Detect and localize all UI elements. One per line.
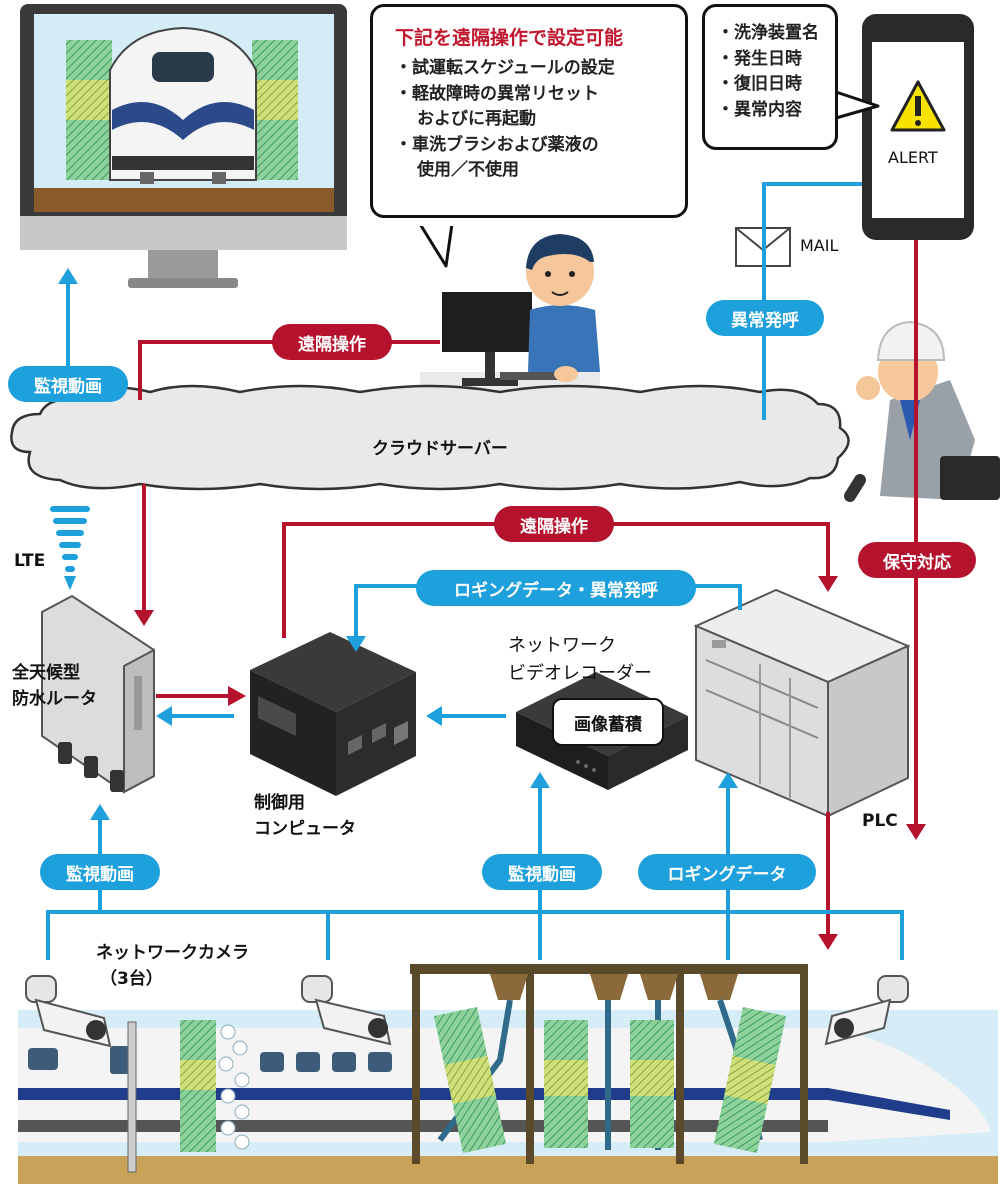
- remote-settings-bubble: 下記を遠隔操作で設定可能 ・試運転スケジュールの設定 ・軽故障時の異常リセットお…: [370, 4, 688, 218]
- logging-alarm-pill: ロギングデータ・異常発呼: [416, 570, 696, 606]
- lte-label: LTE: [14, 551, 46, 571]
- operator-illustration: [420, 234, 600, 400]
- network-camera-2: [301, 975, 392, 1046]
- lte-signal-icon: [50, 506, 90, 590]
- remote-settings-item: ・試運転スケジュールの設定: [395, 58, 615, 78]
- cloud-server-shape: [10, 384, 850, 491]
- alert-content-item: ・復旧日時: [717, 74, 802, 94]
- maintenance-pill: 保守対応: [858, 542, 976, 578]
- plc-cabinet-illustration: [693, 588, 911, 818]
- nvr-label: ネットワーク ビデオレコーダー: [508, 635, 652, 684]
- remote-settings-item: ・車洗ブラシおよび薬液の使用／不使用: [395, 134, 599, 181]
- network-camera-1: [25, 975, 112, 1048]
- monitor-display: [20, 4, 347, 288]
- car-wash-scene: [18, 964, 998, 1184]
- alert-content-item: ・洗浄装置名: [717, 23, 819, 43]
- blue-arrowheads: [58, 268, 738, 820]
- control-computer-illustration: [250, 632, 416, 796]
- alarm-call-pill: 異常発呼: [706, 300, 824, 336]
- monitor-video-pill-bottom-mid: 監視動画: [482, 854, 602, 890]
- network-camera-3: [824, 975, 909, 1046]
- logging-data-pill: ロギングデータ: [638, 854, 816, 890]
- remote-settings-item: ・軽故障時の異常リセットおよびに再起動: [395, 83, 599, 130]
- remote-settings-list: ・試運転スケジュールの設定 ・軽故障時の異常リセットおよびに再起動 ・車洗ブラシ…: [395, 56, 675, 184]
- control-computer-label: 制御用 コンピュータ: [254, 793, 356, 840]
- smartphone-illustration: [862, 14, 974, 240]
- remote-operation-pill-mid: 遠隔操作: [494, 506, 614, 542]
- mail-label: MAIL: [800, 236, 839, 255]
- image-storage-box: 画像蓄積: [552, 698, 664, 746]
- router-illustration: [41, 594, 155, 794]
- alert-content-item: ・発生日時: [717, 48, 802, 69]
- remote-settings-title: 下記を遠隔操作で設定可能: [395, 27, 624, 49]
- alert-content-list: ・洗浄装置名 ・発生日時 ・復旧日時 ・異常内容: [717, 21, 827, 123]
- alert-content-item: ・異常内容: [717, 99, 802, 120]
- cloud-server-label: クラウドサーバー: [372, 439, 508, 459]
- red-arrowheads: [134, 576, 926, 950]
- alert-label: ALERT: [888, 148, 938, 167]
- camera-label: ネットワークカメラ （3台）: [96, 943, 249, 990]
- remote-bubble-tail: [418, 222, 454, 268]
- monitor-video-pill-bottom-left: 監視動画: [40, 854, 160, 890]
- router-label: 全天候型 防水ルータ: [12, 663, 97, 710]
- alert-content-bubble: ・洗浄装置名 ・発生日時 ・復旧日時 ・異常内容: [702, 4, 838, 150]
- plc-label: PLC: [862, 811, 898, 831]
- maintenance-worker-illustration: [844, 320, 1000, 502]
- remote-operation-pill-top: 遠隔操作: [272, 324, 392, 360]
- monitor-video-pill-left: 監視動画: [8, 366, 128, 402]
